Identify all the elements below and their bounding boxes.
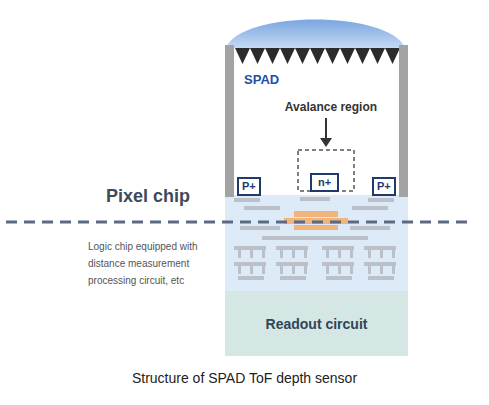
spad-pixel: SPAD Avalance region n+ P+ P+ <box>225 45 408 197</box>
via-tick <box>368 250 371 258</box>
via-tick <box>350 250 353 258</box>
via-tick <box>338 250 341 258</box>
readout-circuit-band: Readout circuit <box>225 291 408 356</box>
via-tick <box>292 266 295 274</box>
via-tick <box>338 266 341 274</box>
pixel-chip-label: Pixel chip <box>106 186 190 207</box>
light-trap-tooth <box>295 48 310 64</box>
node-text: P+ <box>242 180 256 193</box>
via-tick <box>292 250 295 258</box>
via-tick <box>262 250 265 258</box>
p-plus-contact: P+ <box>372 177 396 196</box>
bonding-interface-line <box>6 221 470 224</box>
via-tick <box>392 266 395 274</box>
via-tick <box>326 250 329 258</box>
via-tick <box>350 266 353 274</box>
light-trap-tooth <box>370 48 385 64</box>
light-trapping-structure <box>235 48 400 64</box>
logic-chip-note: Logic chip equipped with distance measur… <box>88 238 224 289</box>
node-text: Readout circuit <box>266 316 368 332</box>
via-tick <box>304 266 307 274</box>
node-text: SPAD <box>244 72 279 87</box>
via-tick <box>280 266 283 274</box>
via-tick <box>250 250 253 258</box>
micro-lens <box>226 20 405 49</box>
p-plus-contact: P+ <box>237 177 261 196</box>
via-tick <box>392 250 395 258</box>
via-tick <box>238 250 241 258</box>
via-tick <box>238 266 241 274</box>
wiring-layers <box>234 197 396 280</box>
via-ticks <box>238 250 395 274</box>
light-trap-tooth <box>385 48 400 64</box>
light-trap-tooth <box>340 48 355 64</box>
light-trap-tooth <box>250 48 265 64</box>
light-trap-tooth <box>325 48 340 64</box>
via-tick <box>380 266 383 274</box>
light-trap-tooth <box>235 48 250 64</box>
light-trap-tooth <box>355 48 370 64</box>
node-text: n+ <box>318 176 331 189</box>
via-tick <box>262 266 265 274</box>
via-tick <box>380 250 383 258</box>
node-text: P+ <box>377 180 391 193</box>
logic-chip-region <box>225 195 408 291</box>
light-trap-tooth <box>265 48 280 64</box>
node-text: Avalance region <box>264 100 398 114</box>
via-tick <box>280 250 283 258</box>
light-trap-tooth <box>280 48 295 64</box>
via-tick <box>250 266 253 274</box>
via-tick <box>368 266 371 274</box>
n-plus-contact: n+ <box>310 173 339 192</box>
light-trap-tooth <box>310 48 325 64</box>
via-tick <box>304 250 307 258</box>
via-tick <box>326 266 329 274</box>
figure-caption: Structure of SPAD ToF depth sensor <box>0 370 489 386</box>
